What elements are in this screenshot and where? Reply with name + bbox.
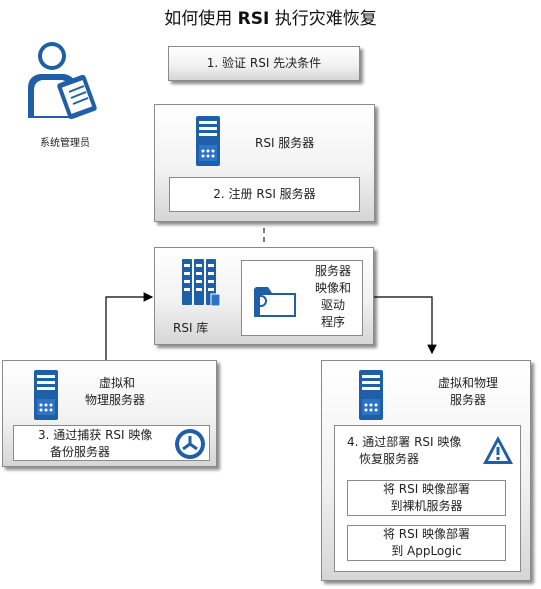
backup-servers-title: 虚拟和 物理服务器 <box>85 375 195 409</box>
backup-title-line2: 物理服务器 <box>85 393 146 407</box>
step3-box: 3. 通过捕获 RSI 映像 备份服务器 <box>13 425 210 461</box>
step3-text: 3. 通过捕获 RSI 映像 备份服务器 <box>38 427 178 461</box>
rsi-server-panel: RSI 服务器 2. 注册 RSI 服务器 <box>154 104 375 222</box>
arrow-to-library <box>105 292 154 360</box>
library-line4: 程序 <box>320 315 345 329</box>
page-title: 如何使用 RSI 执行灾难恢复 <box>0 4 541 29</box>
library-line1: 服务器 <box>314 264 351 278</box>
library-line2: 映像和 <box>314 281 351 295</box>
option2-line2: 到 AppLogic <box>391 544 462 558</box>
step2-label: 2. 注册 RSI 服务器 <box>213 187 316 201</box>
warning-icon <box>481 434 515 466</box>
rsi-library-panel: RSI 库 服务器 映像和 驱动 程序 <box>154 247 374 345</box>
restore-servers-title: 虚拟和物理 服务器 <box>418 375 518 409</box>
step1-box: 1. 验证 RSI 先决条件 <box>168 46 360 81</box>
library-line3: 驱动 <box>320 298 345 312</box>
title-suffix: 执行灾难恢复 <box>269 9 377 29</box>
option2-line1: 将 RSI 映像部署 <box>382 527 471 541</box>
server-tower-icon <box>195 115 221 167</box>
restore-title-line1: 虚拟和物理 <box>437 376 498 390</box>
restore-servers-panel: 虚拟和物理 服务器 4. 通过部署 RSI 映像 恢复服务器 将 RSI 映像部… <box>321 360 531 581</box>
restore-title-line2: 服务器 <box>449 393 486 407</box>
title-prefix: 如何使用 <box>164 9 238 29</box>
library-label: RSI 库 <box>173 321 209 335</box>
rsi-server-title: RSI 服务器 <box>255 136 315 150</box>
step4-line1: 4. 通过部署 RSI 映像 <box>347 435 462 449</box>
deploy-applogic-option: 将 RSI 映像部署 到 AppLogic <box>347 525 506 561</box>
server-tower-icon <box>358 369 384 421</box>
step4-box: 4. 通过部署 RSI 映像 恢复服务器 将 RSI 映像部署 到裸机服务器 将… <box>334 425 521 572</box>
administrator-label: 系统管理员 <box>40 138 90 149</box>
deploy-bare-metal-option: 将 RSI 映像部署 到裸机服务器 <box>347 480 506 516</box>
administrator-icon <box>22 38 102 122</box>
library-content-box: 服务器 映像和 驱动 程序 <box>241 260 363 336</box>
backup-servers-panel: 虚拟和 物理服务器 3. 通过捕获 RSI 映像 备份服务器 <box>2 360 217 467</box>
step2-box: 2. 注册 RSI 服务器 <box>169 177 360 212</box>
server-rack-icon <box>181 258 221 308</box>
library-content-text: 服务器 映像和 驱动 程序 <box>308 263 358 331</box>
arrow-to-restore <box>374 296 437 355</box>
step1-label: 1. 验证 RSI 先决条件 <box>206 56 322 70</box>
backup-title-line1: 虚拟和 <box>99 376 136 390</box>
option1-line1: 将 RSI 映像部署 <box>382 482 471 496</box>
capture-logo-icon <box>174 428 206 460</box>
server-tower-icon <box>33 369 59 421</box>
step3-line2: 备份服务器 <box>50 445 111 459</box>
step3-line1: 3. 通过捕获 RSI 映像 <box>38 428 153 442</box>
title-bold: RSI <box>237 9 270 29</box>
step4-text: 4. 通过部署 RSI 映像 恢复服务器 <box>347 434 477 468</box>
folder-icon <box>252 283 298 319</box>
step4-line2: 恢复服务器 <box>359 452 420 466</box>
option1-line2: 到裸机服务器 <box>390 499 463 513</box>
